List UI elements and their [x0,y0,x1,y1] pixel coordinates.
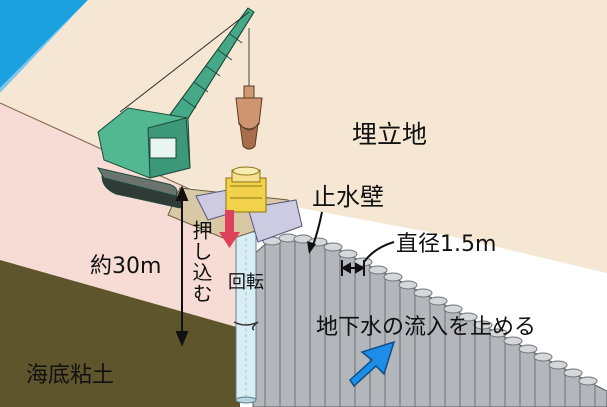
diameter-dimension [340,241,395,276]
cutoff-wall-label: 止水壁 [312,183,384,211]
cutoff-wall [252,233,607,407]
reclaimed-land-surface [0,0,607,273]
diameter-label: 直径1.5m [396,232,497,257]
drill-bucket-icon [235,28,263,150]
rotation-label: 回転 [228,272,264,293]
push-arrow-icon [219,210,240,248]
seabed-clay-label: 海底粘土 [26,363,115,388]
depth-label: 約30m [90,254,162,279]
reclaimed-land-label: 埋立地 [352,120,428,149]
groundwater-label: 地下水の流入を止める [316,315,537,340]
casing-column [233,231,259,404]
push-in-label: 押し込む [189,220,213,304]
cutoff-wall-leader-head [307,241,316,254]
crawler-crane-icon [96,7,255,209]
depth-dimension [175,185,189,347]
seabed-clay [0,260,240,407]
flow-arrow-icon [349,340,396,388]
